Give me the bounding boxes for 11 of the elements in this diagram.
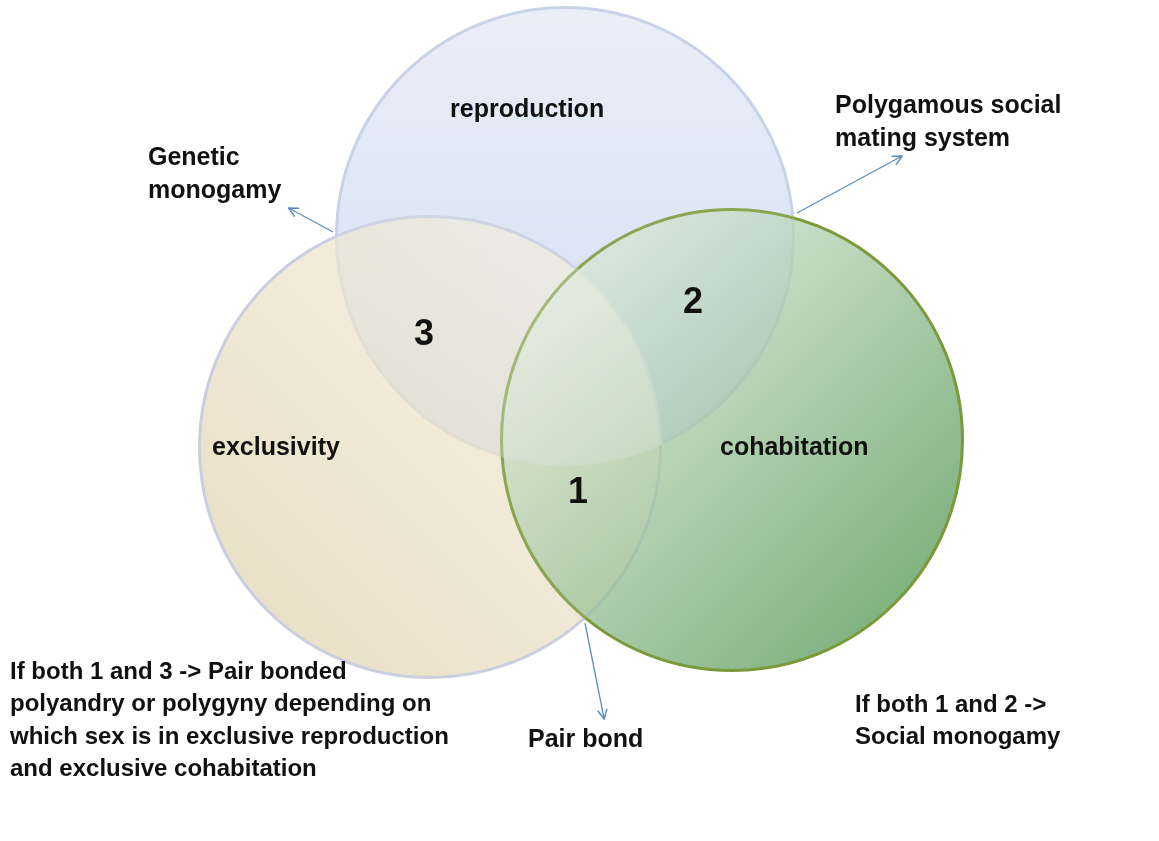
region-number: 2 bbox=[683, 280, 703, 321]
outcome-text: Polygamous social mating system bbox=[835, 88, 1100, 153]
region-number: 1 bbox=[568, 470, 588, 511]
circle-label: reproduction bbox=[450, 94, 605, 123]
note-text: If both 1 and 2 -> Social monogamy bbox=[855, 689, 1062, 752]
circle-label: cohabitation bbox=[720, 432, 869, 461]
outcome-text: Pair bond bbox=[528, 722, 688, 755]
region-number: 3 bbox=[414, 312, 434, 353]
outcome-text: Genetic monogamy bbox=[148, 140, 298, 205]
circle-label: exclusivity bbox=[212, 432, 340, 461]
note-text: If both 1 and 3 -> Pair bonded polyandry or polygyny depending on which sex is in exclusive reproduction and exclusive cohabitation bbox=[10, 656, 450, 784]
